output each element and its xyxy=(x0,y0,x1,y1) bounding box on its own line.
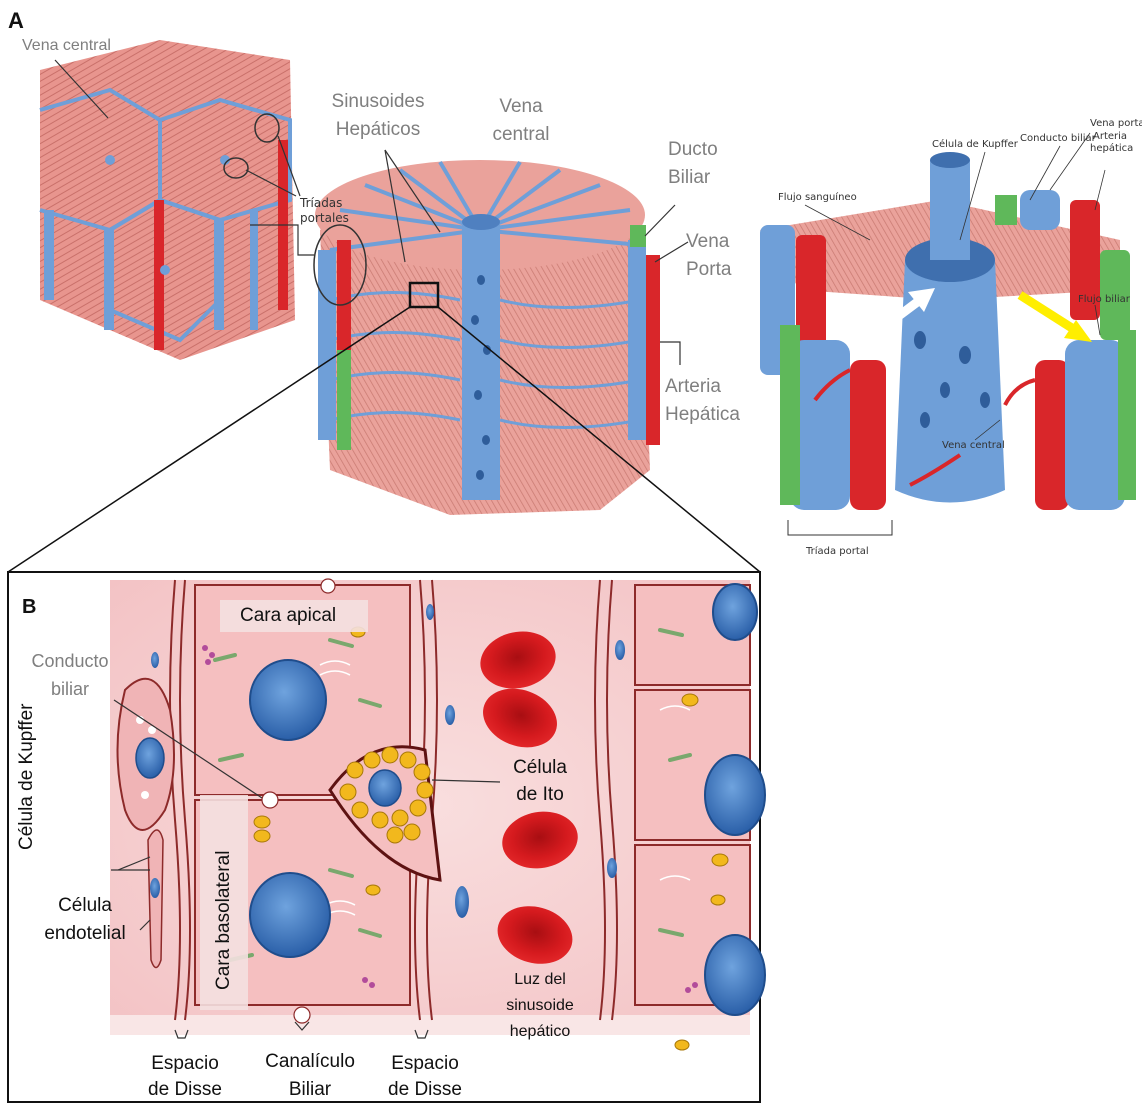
label-vena-central-line2: central xyxy=(476,123,566,147)
label-triada-portal: Tríada portal xyxy=(806,546,869,559)
label-vena-porta-line2: Porta xyxy=(686,258,731,282)
label-triadas-line2: portales xyxy=(300,211,349,226)
kupffer-cell xyxy=(118,679,175,830)
label-espacio-disse-right-line2: de Disse xyxy=(375,1078,475,1102)
label-ducto-line1: Ducto xyxy=(668,138,718,162)
label-arteria-right-line1: Arteria xyxy=(1093,131,1127,144)
label-espacio-disse-right-line1: Espacio xyxy=(375,1052,475,1076)
label-luz-line1: Luz del xyxy=(490,970,590,990)
label-ducto-line2: Biliar xyxy=(668,166,710,190)
panel-a-letter: A xyxy=(8,8,24,34)
label-vena-central-right: Vena central xyxy=(942,440,1005,453)
label-conducto-biliar-right: Conducto biliar xyxy=(1020,133,1096,146)
left-lobule-block xyxy=(40,40,300,360)
label-celula-ito-line2: de Ito xyxy=(495,783,585,807)
label-vena-central-left: Vena central xyxy=(22,36,111,56)
label-flujo-sanguineo: Flujo sanguíneo xyxy=(778,192,857,205)
label-luz-line2: sinusoide xyxy=(490,996,590,1016)
label-arteria-line2: Hepática xyxy=(665,403,740,427)
label-arteria-right-line2: hepática xyxy=(1090,143,1133,156)
label-vena-porta-line1: Vena xyxy=(686,230,729,254)
label-flujo-biliar: Flujo biliar xyxy=(1078,294,1130,307)
label-celula-kupffer: Célula de Kupffer xyxy=(15,670,39,850)
label-cara-apical: Cara apical xyxy=(240,604,336,628)
label-arteria-line1: Arteria xyxy=(665,375,721,399)
label-canaliculo-line2: Biliar xyxy=(255,1078,365,1102)
label-luz-line3: hepático xyxy=(490,1022,590,1042)
label-canaliculo-line1: Canalículo xyxy=(255,1050,365,1074)
panel-b-letter: B xyxy=(22,596,36,619)
label-celula-kupffer-right: Célula de Kupffer xyxy=(932,139,1018,152)
label-espacio-disse-left-line1: Espacio xyxy=(135,1052,235,1076)
label-espacio-disse-left-line2: de Disse xyxy=(135,1078,235,1102)
label-triadas-line1: Tríadas xyxy=(300,196,342,211)
label-sinusoides-line2: Hepáticos xyxy=(323,118,433,142)
label-celula-ito-line1: Célula xyxy=(495,756,585,780)
label-cara-basolateral: Cara basolateral xyxy=(212,790,236,990)
label-celula-endotelial-line1: Célula xyxy=(40,894,130,918)
label-sinusoides-line1: Sinusoides xyxy=(323,90,433,114)
label-vena-central-line1: Vena xyxy=(476,95,566,119)
label-celula-endotelial-line2: endotelial xyxy=(30,922,140,946)
label-vena-porta-right: Vena porta xyxy=(1090,118,1142,131)
